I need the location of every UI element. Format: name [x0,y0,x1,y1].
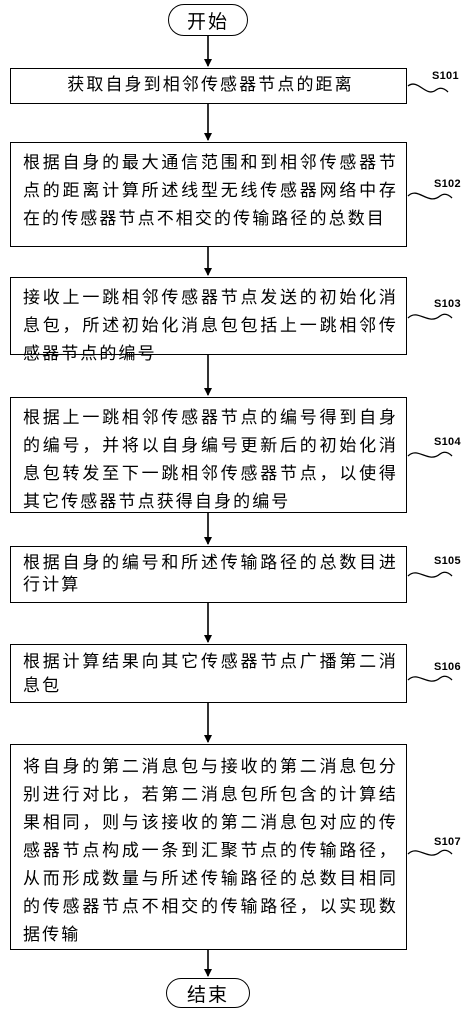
step-box-s102: 根据自身的最大通信范围和到相邻传感器节点的距离计算所述线型无线传感器网络中存在的… [10,142,407,247]
step-label-s101: S101 [432,70,459,82]
step-text-s107: 将自身的第二消息包与接收的第二消息包分别进行对比，若第二消息包所包含的计算结果相… [23,757,398,945]
step-text-s102: 根据自身的最大通信范围和到相邻传感器节点的距离计算所述线型无线传感器网络中存在的… [23,153,398,229]
leader-s104 [407,451,453,458]
leader-s107 [407,849,453,856]
step-box-s106: 根据计算结果向其它传感器节点广播第二消息包 [10,644,407,703]
step-box-s101: 获取自身到相邻传感器节点的距离 [10,68,407,104]
step-text-s101: 获取自身到相邻传感器节点的距离 [67,75,354,95]
step-text-s103: 接收上一跳相邻传感器节点发送的初始化消息包，所述初始化消息包包括上一跳相邻传感器… [23,288,398,364]
start-label: 开始 [186,10,229,33]
end-terminal: 结束 [166,978,250,1008]
leader-s102 [407,192,453,200]
leader-s106 [407,675,453,682]
step-label-s106: S106 [434,661,461,673]
step-label-s102: S102 [434,178,461,190]
step-text-s104: 根据上一跳相邻传感器节点的编号得到自身的编号，并将以自身编号更新后的初始化消息包… [23,408,398,512]
step-box-s105: 根据自身的编号和所述传输路径的总数目进行计算 [10,546,407,603]
step-box-s107: 将自身的第二消息包与接收的第二消息包分别进行对比，若第二消息包所包含的计算结果相… [10,744,407,950]
start-terminal: 开始 [168,4,248,36]
step-box-s104: 根据上一跳相邻传感器节点的编号得到自身的编号，并将以自身编号更新后的初始化消息包… [10,397,407,513]
step-text-s106: 根据计算结果向其它传感器节点广播第二消息包 [23,652,398,696]
step-text-s105: 根据自身的编号和所述传输路径的总数目进行计算 [23,553,398,595]
leader-s105 [407,571,453,578]
step-label-s103: S103 [434,298,461,310]
leader-s101 [407,83,449,93]
leader-s103 [407,313,453,320]
step-label-s104: S104 [434,436,461,448]
step-box-s103: 接收上一跳相邻传感器节点发送的初始化消息包，所述初始化消息包包括上一跳相邻传感器… [10,277,407,364]
end-label: 结束 [186,983,229,1006]
step-label-s107: S107 [434,836,461,848]
step-label-s105: S105 [434,555,461,567]
